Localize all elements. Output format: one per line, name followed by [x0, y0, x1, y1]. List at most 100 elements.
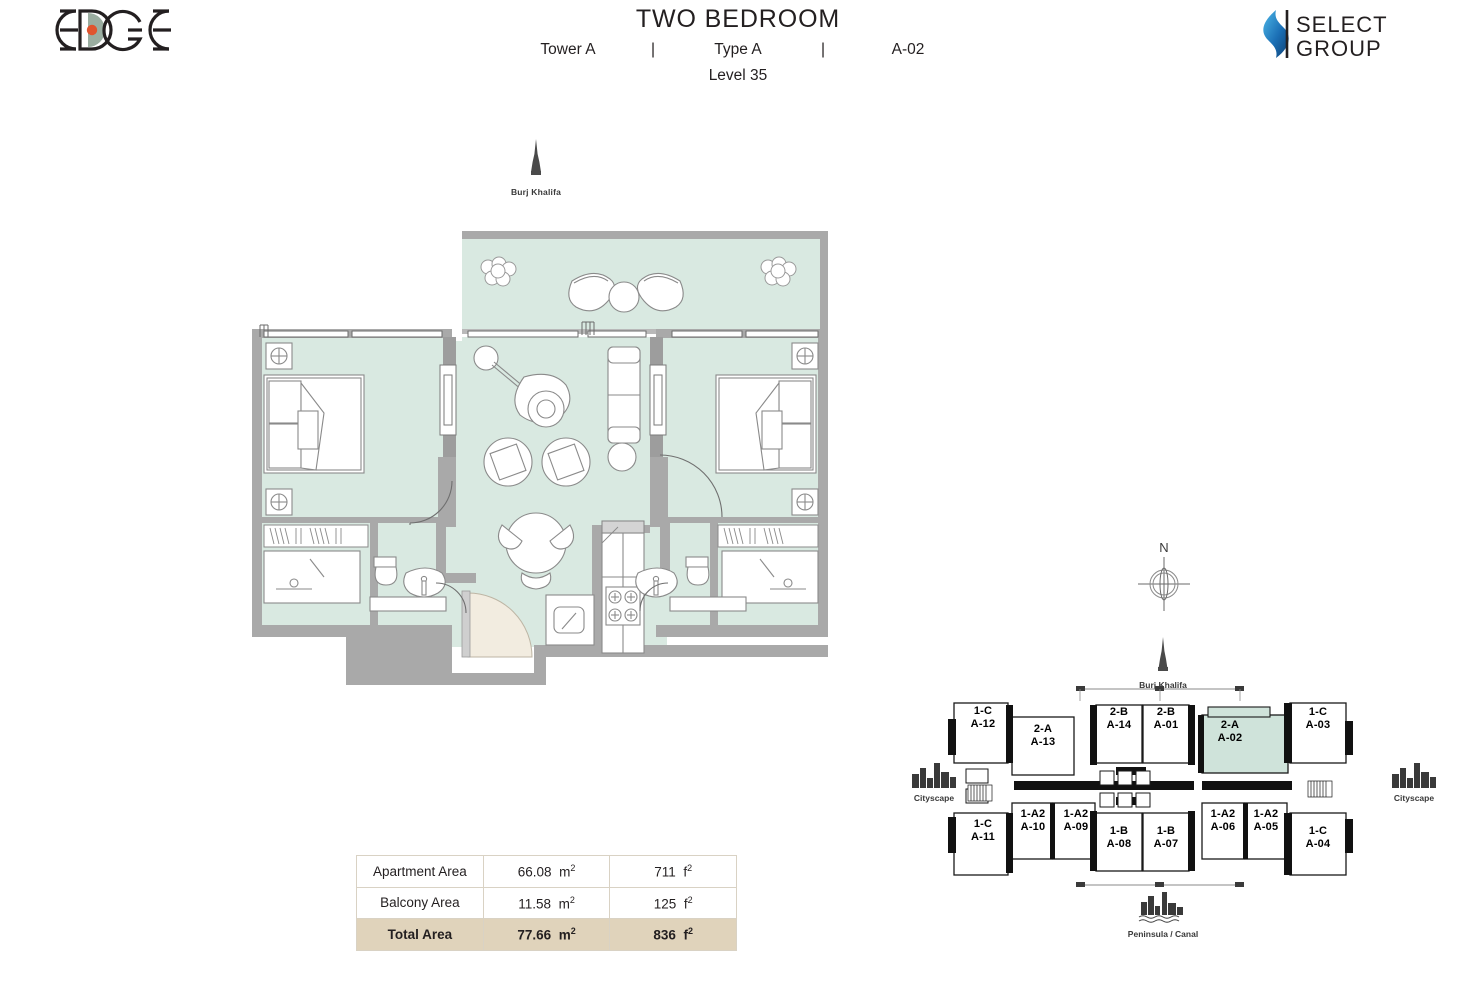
area-table: Apartment Area 66.08 m2 711 f2 Balcony A…: [356, 855, 737, 951]
cityscape-label-right: Cityscape: [1393, 793, 1435, 803]
keyplan-unit-A-08[interactable]: 1-B A-08: [1096, 825, 1142, 850]
keyplan-unit-A-04[interactable]: 1-C A-04: [1290, 825, 1346, 850]
unit-code: A-10: [1020, 820, 1046, 833]
dining-furniture: [497, 512, 575, 590]
unit-code: A-01: [1153, 718, 1179, 731]
compass: N: [1134, 540, 1194, 618]
keyplan-unit-A-05[interactable]: 1-A2 A-05: [1245, 808, 1287, 833]
peninsula-canal-marker: Peninsula / Canal: [1118, 890, 1208, 939]
unit-code: A-09: [1063, 820, 1089, 833]
burj-khalifa-marker-plan: Burj Khalifa: [496, 138, 576, 197]
door-swings: [409, 454, 723, 614]
svg-text:GROUP: GROUP: [1296, 36, 1382, 61]
partition-niches: [439, 364, 667, 436]
type-label: Type A: [714, 41, 762, 58]
metric-unit: m: [559, 864, 571, 880]
keyplan-unit-A-03[interactable]: 1-C A-03: [1290, 706, 1346, 731]
right-bathroom-fittings: [635, 550, 819, 612]
imperial-sup: 2: [687, 894, 693, 905]
keyplan-unit-A-12[interactable]: 1-C A-12: [954, 705, 1012, 730]
keyplan-unit-A-13[interactable]: 2-A A-13: [1012, 723, 1074, 748]
unit-code: A-03: [1305, 718, 1331, 731]
unit-type: 1-B: [1156, 825, 1176, 837]
page-header: TWO BEDROOM Tower A | Type A | A-02 Leve…: [0, 0, 1476, 110]
cityscape-marker-left: Cityscape: [898, 760, 970, 803]
unit-code: A-08: [1106, 837, 1132, 850]
unit-type: 1-A2: [1210, 808, 1236, 820]
key-plan: N Burj Khalifa: [880, 530, 1460, 960]
unit-type: 1-A2: [1020, 808, 1046, 820]
unit-type: 1-A2: [1253, 808, 1279, 820]
left-wardrobe: [263, 524, 369, 548]
keyplan-burj-marker: Burj Khalifa: [1128, 635, 1198, 690]
select-group-logo: SELECT GROUP: [1256, 6, 1446, 62]
keyplan-unit-A-06[interactable]: 1-A2 A-06: [1202, 808, 1244, 833]
edge-logo: [36, 6, 206, 54]
peninsula-canal-icon: [1138, 892, 1183, 923]
left-bedroom-furniture: [263, 342, 365, 516]
imperial-value: 836: [653, 927, 676, 943]
separator-1: |: [650, 41, 656, 58]
area-row-metric: 66.08 m2: [482, 855, 611, 888]
keyplan-unit-A-09[interactable]: 1-A2 A-09: [1055, 808, 1097, 833]
unit-code: A-14: [1106, 718, 1132, 731]
cityscape-icon: [912, 763, 956, 788]
metric-sup: 2: [569, 894, 575, 905]
keyplan-unit-A-14[interactable]: 2-B A-14: [1096, 706, 1142, 731]
keyplan-unit-A-01[interactable]: 2-B A-01: [1143, 706, 1189, 731]
imperial-unit: f: [683, 864, 688, 880]
burj-khalifa-label: Burj Khalifa: [510, 187, 562, 197]
title-block: TWO BEDROOM Tower A | Type A | A-02 Leve…: [0, 4, 1476, 85]
metric-sup: 2: [570, 926, 576, 936]
page-title: TWO BEDROOM: [635, 5, 841, 33]
unit-code: A-02: [1217, 731, 1243, 744]
compass-icon: [1138, 557, 1190, 611]
metric-unit: m: [558, 927, 571, 943]
entry-area: [461, 590, 595, 658]
burj-khalifa-icon: [531, 139, 541, 175]
keyplan-burj-label: Burj Khalifa: [1139, 680, 1187, 690]
cityscape-label-left: Cityscape: [913, 793, 955, 803]
unit-code: A-05: [1253, 820, 1279, 833]
table-row: Apartment Area 66.08 m2 711 f2: [356, 855, 737, 888]
unit-type: 1-C: [973, 818, 993, 830]
imperial-value: 125: [653, 896, 677, 911]
balcony-planters: [480, 256, 797, 287]
unit-code: A-07: [1153, 837, 1179, 850]
unit-type: 1-C: [1308, 825, 1328, 837]
keyplan-unit-A-07[interactable]: 1-B A-07: [1143, 825, 1189, 850]
unit-code: A-11: [970, 830, 996, 843]
unit-type: 1-A2: [1063, 808, 1089, 820]
cityscape-icon: [1392, 763, 1436, 788]
metric-sup: 2: [570, 863, 576, 873]
peninsula-canal-label: Peninsula / Canal: [1127, 929, 1199, 939]
area-row-metric: 77.66 m2: [482, 918, 611, 951]
separator-2: |: [820, 41, 826, 58]
unit-type: 2-A: [1220, 719, 1240, 731]
unit-type: 2-A: [1033, 723, 1053, 735]
subtitle-row: Tower A | Type A | A-02: [0, 41, 1476, 59]
left-bathroom-fittings: [263, 550, 447, 612]
area-row-imperial: 836 f2: [609, 918, 737, 951]
unit-type: 1-C: [1308, 706, 1328, 718]
svg-text:SELECT: SELECT: [1296, 12, 1388, 37]
unit-label: A-02: [891, 41, 925, 58]
area-row-imperial: 711 f2: [609, 855, 737, 888]
area-row-label: Balcony Area: [356, 886, 484, 919]
keyplan-unit-A-02[interactable]: 2-A A-02: [1202, 719, 1258, 744]
imperial-sup: 2: [687, 863, 693, 873]
keyplan-unit-A-10[interactable]: 1-A2 A-10: [1012, 808, 1054, 833]
unit-code: A-13: [1030, 735, 1056, 748]
table-row-total: Total Area 77.66 m2 836 f2: [356, 918, 737, 951]
level-label: Level 35: [708, 67, 768, 84]
metric-value: 66.08: [517, 864, 552, 880]
keyplan-unit-A-11[interactable]: 1-C A-11: [954, 818, 1012, 843]
living-room-furniture: [473, 345, 641, 487]
tower-label: Tower A: [540, 41, 596, 58]
unit-code: A-06: [1210, 820, 1236, 833]
burj-khalifa-icon: [1158, 637, 1168, 671]
unit-code: A-12: [970, 717, 996, 730]
unit-type: 1-C: [973, 705, 993, 717]
unit-type: 2-B: [1156, 706, 1176, 718]
north-label: N: [1159, 540, 1169, 555]
